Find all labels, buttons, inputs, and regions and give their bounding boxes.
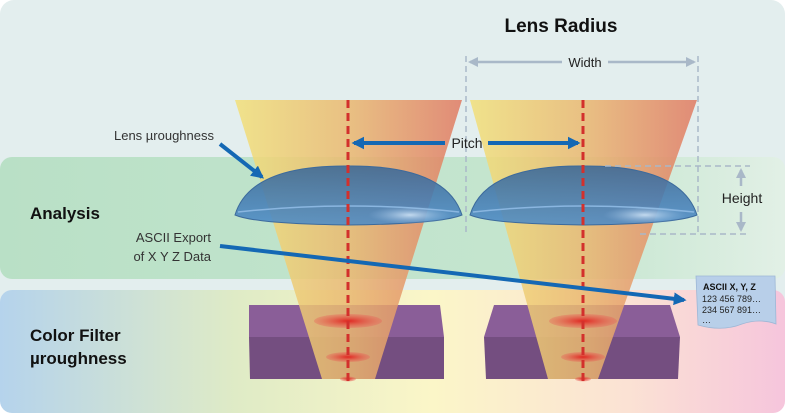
analysis-section-label: Analysis — [30, 204, 100, 223]
ascii-doc-row: 123 456 789… — [702, 294, 761, 304]
ascii-doc-header: ASCII X, Y, Z — [703, 282, 756, 292]
lens-roughness-label: Lens µroughness — [114, 128, 215, 143]
pitch-label: Pitch — [451, 135, 482, 151]
focus-spot — [326, 352, 370, 362]
light-cone-right — [470, 100, 697, 379]
width-label: Width — [568, 55, 601, 70]
ascii-doc-row: 234 567 891… — [702, 305, 761, 315]
lens-radius-title: Lens Radius — [505, 16, 618, 37]
lens-roughness-arrow — [218, 142, 265, 179]
color-filter-label-line2: µroughness — [30, 349, 127, 368]
light-cone-left — [235, 100, 462, 379]
focus-spot — [561, 352, 605, 362]
ascii-export-label-line1: ASCII Export — [136, 230, 212, 245]
ascii-export-arrow — [219, 244, 687, 306]
height-label: Height — [722, 190, 763, 206]
ascii-document-icon — [695, 275, 777, 329]
ascii-export-label-line2: of X Y Z Data — [133, 249, 211, 264]
ascii-doc-row: … — [702, 315, 711, 325]
color-filter-label-line1: Color Filter — [30, 326, 121, 345]
